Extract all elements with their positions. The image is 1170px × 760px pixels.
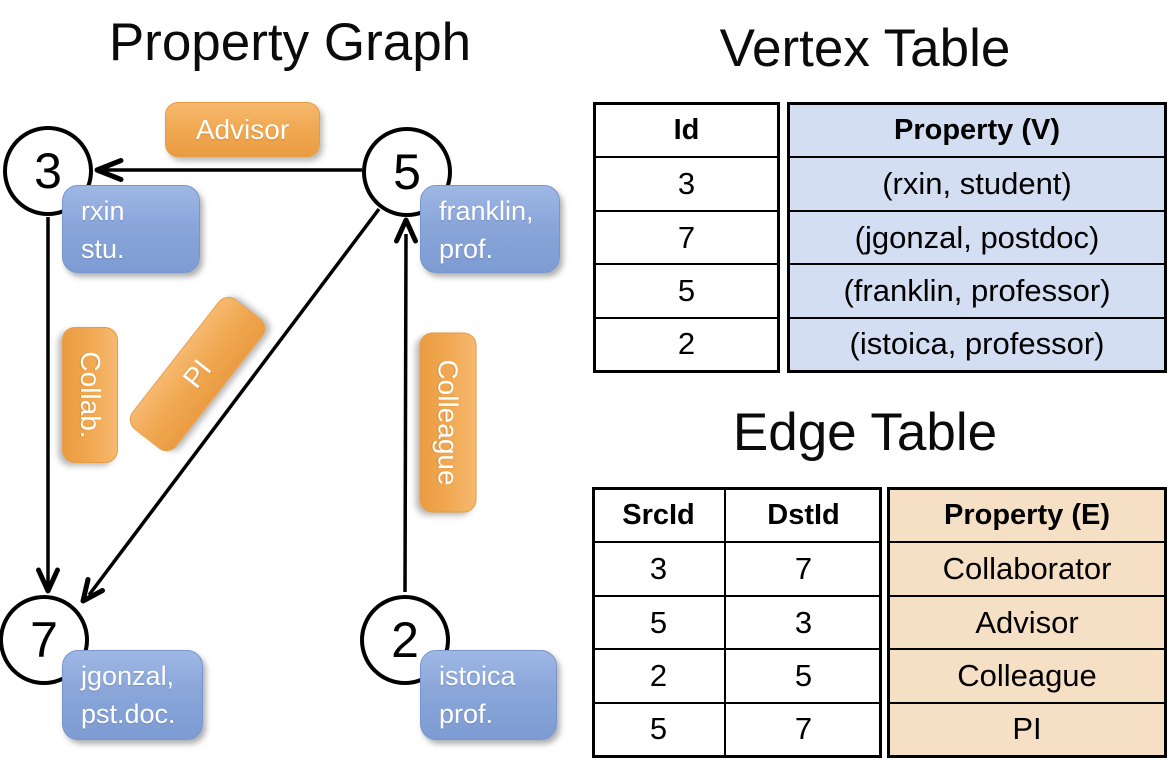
edge-table-dstid-cell: 7 [794,551,813,587]
edge-table-property-cell: Colleague [890,650,1164,704]
edge-table-ids-row: 5 7 [593,703,879,756]
edge-3-to-7 [36,217,60,594]
vertex-table-id-cell: 3 [596,158,777,212]
vertex-table-property-header: Property (V) [790,105,1164,159]
graph-node-2: 2 [360,595,450,685]
edge-table-srcid-cell: 3 [593,543,726,595]
property-graph-title: Property Graph [108,13,472,72]
node-property-box-franklin: franklin, prof. [420,185,560,273]
node-property-box-rxin: rxin stu. [62,185,200,273]
edge-table-property-cell: PI [890,703,1164,756]
node-property-line: stu. [81,234,125,264]
edge-table-property-cell: Collaborator [890,543,1164,597]
edge-table-property-column: Property (E) Collaborator Advisor Collea… [887,487,1167,758]
edge-5-to-7 [80,207,381,604]
vertex-table-id-cell: 5 [596,265,777,319]
node-property-line: prof. [439,699,494,729]
node-property-line: prof. [439,234,494,264]
node-property-line: pst.doc. [81,699,176,729]
node-property-line: rxin [81,196,125,226]
edge-table-srcid-cell: 5 [593,596,726,649]
edge-table-ids-row: 3 7 [593,543,879,597]
vertex-table-property-cell: (rxin, student) [790,158,1164,212]
edge-table-ids-row: 2 5 [593,650,879,704]
edge-2-to-5 [394,217,418,593]
vertex-table-id-header: Id [596,105,777,159]
edge-table-property-cell: Advisor [890,596,1164,651]
edge-label-colleague: Colleague [419,332,477,513]
edge-table-dstid-cell: 7 [794,711,813,747]
edge-table-srcid-cell: 2 [593,650,726,702]
vertex-table-property-cell: (franklin, professor) [790,265,1164,319]
edge-label-advisor: Advisor [165,102,320,157]
edge-table-ids-columns: SrcId DstId 3 7 5 3 2 5 5 7 [592,487,882,758]
edge-table-srcid-header: SrcId [593,490,726,542]
edge-table-dstid-cell: 3 [794,604,813,640]
graph-edges-svg [36,158,418,604]
edge-table-dstid-header: DstId [767,499,840,532]
edge-5-to-3 [94,158,362,182]
node-property-box-istoica: istoica prof. [420,650,557,740]
vertex-table-property-cell: (istoica, professor) [790,318,1164,371]
node-property-line: jgonzal, [81,661,175,691]
edge-table-ids-header-row: SrcId DstId [593,490,879,544]
edge-table-ids-row: 5 3 [593,596,879,651]
node-property-line: istoica [439,661,516,691]
vertex-table-id-cell: 7 [596,212,777,266]
edge-table-property-header: Property (E) [890,490,1164,544]
edge-label-collab: Collab. [62,327,118,463]
vertex-table-title: Vertex Table [719,19,1011,78]
edge-table-dstid-cell: 5 [794,657,813,693]
node-property-box-jgonzal: jgonzal, pst.doc. [62,650,203,740]
vertex-table-property-cell: (jgonzal, postdoc) [790,211,1164,266]
edge-table-srcid-cell: 5 [593,703,726,756]
node-property-line: franklin, [439,196,534,226]
vertex-table-id-column: Id 3 7 5 2 [593,102,780,373]
vertex-table-property-column: Property (V) (rxin, student) (jgonzal, p… [787,102,1167,373]
edge-table-title: Edge Table [732,403,998,462]
vertex-table-id-cell: 2 [677,326,696,362]
